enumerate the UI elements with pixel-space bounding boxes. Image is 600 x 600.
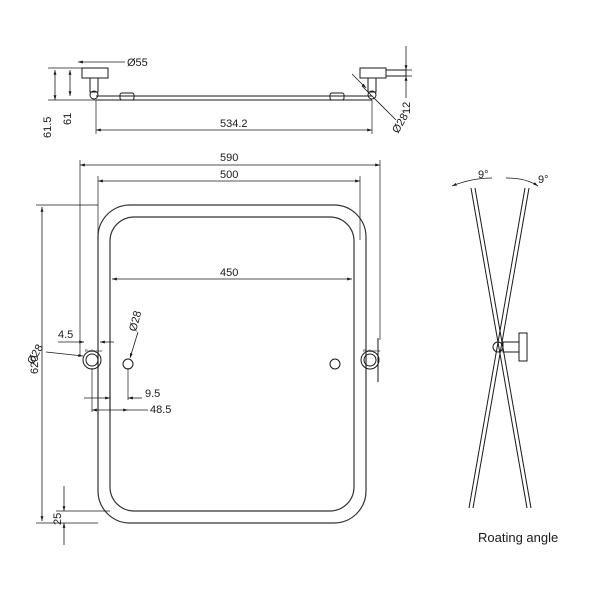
left-hole	[122, 358, 134, 370]
right-clip	[329, 92, 345, 101]
mirror-frame-outer	[97, 204, 367, 524]
right-mount-inner-circle	[363, 353, 377, 367]
dim-label-61: 61	[62, 113, 74, 125]
right-bracket-knob	[385, 69, 407, 77]
side-view: 9° 9° Roating angle	[451, 169, 558, 545]
mirror-position-b-2	[472, 187, 530, 509]
side-bracket-plate	[518, 332, 528, 362]
dim-leader-28	[361, 85, 397, 121]
mirror-position-b-1	[468, 187, 526, 509]
side-bracket-arm	[502, 341, 520, 353]
right-bracket-plate	[359, 67, 387, 79]
right-mount-logo: Burlington	[363, 348, 380, 353]
dim-label-450: 450	[220, 267, 238, 279]
right-mount: Burlington	[329, 338, 380, 382]
angle-arc-right	[505, 177, 539, 187]
angle-label-left: 9°	[478, 169, 489, 181]
mirror-frame-inner	[109, 216, 355, 512]
left-mount: Burlington	[82, 348, 134, 370]
mirror-position-a-1	[470, 187, 528, 509]
right-mount-outer-circle	[360, 350, 380, 370]
dim-label-620: 620	[29, 356, 41, 374]
side-view-caption: Roating angle	[478, 530, 558, 545]
dim-label-25: 25	[52, 513, 64, 525]
left-bracket-plate	[81, 67, 109, 79]
top-view: Ø55 61.5 61 534.2 Ø28 12	[42, 46, 413, 138]
dim-label-55: Ø55	[127, 57, 148, 69]
front-view: Burlington Burlington 590 500 450 620	[25, 152, 381, 545]
angle-arc-left	[451, 177, 493, 187]
dim-label-48-5: 48.5	[150, 404, 171, 416]
dim-label-500: 500	[220, 169, 238, 181]
dim-label-61-5: 61.5	[42, 117, 54, 138]
right-hole	[329, 358, 341, 370]
side-bracket	[492, 332, 528, 362]
dim-label-12: 12	[401, 102, 413, 114]
dim-label-28-hole: Ø28	[127, 310, 144, 333]
left-bracket	[81, 67, 135, 101]
right-pivot	[367, 90, 377, 100]
dim-label-4-5: 4.5	[58, 329, 73, 341]
left-mount-inner-circle	[85, 353, 99, 367]
dim-leader-28-arrow	[351, 73, 367, 89]
dim-leader-28-mount	[45, 351, 84, 357]
dim-label-534-2: 534.2	[220, 118, 248, 130]
left-mount-logo: Burlington	[85, 348, 102, 353]
dim-leader-28-hole	[129, 331, 139, 359]
dim-label-28-top: Ø28	[390, 111, 411, 135]
right-bracket-stem	[367, 77, 377, 93]
dim-label-28-mount: Ø28	[25, 342, 46, 366]
right-bracket	[329, 67, 407, 101]
dim-label-590: 590	[220, 152, 238, 164]
left-clip	[119, 92, 135, 101]
left-pivot	[89, 90, 99, 100]
angle-label-right: 9°	[538, 174, 549, 186]
left-bracket-stem	[89, 77, 99, 93]
dim-label-9-5: 9.5	[145, 388, 160, 400]
